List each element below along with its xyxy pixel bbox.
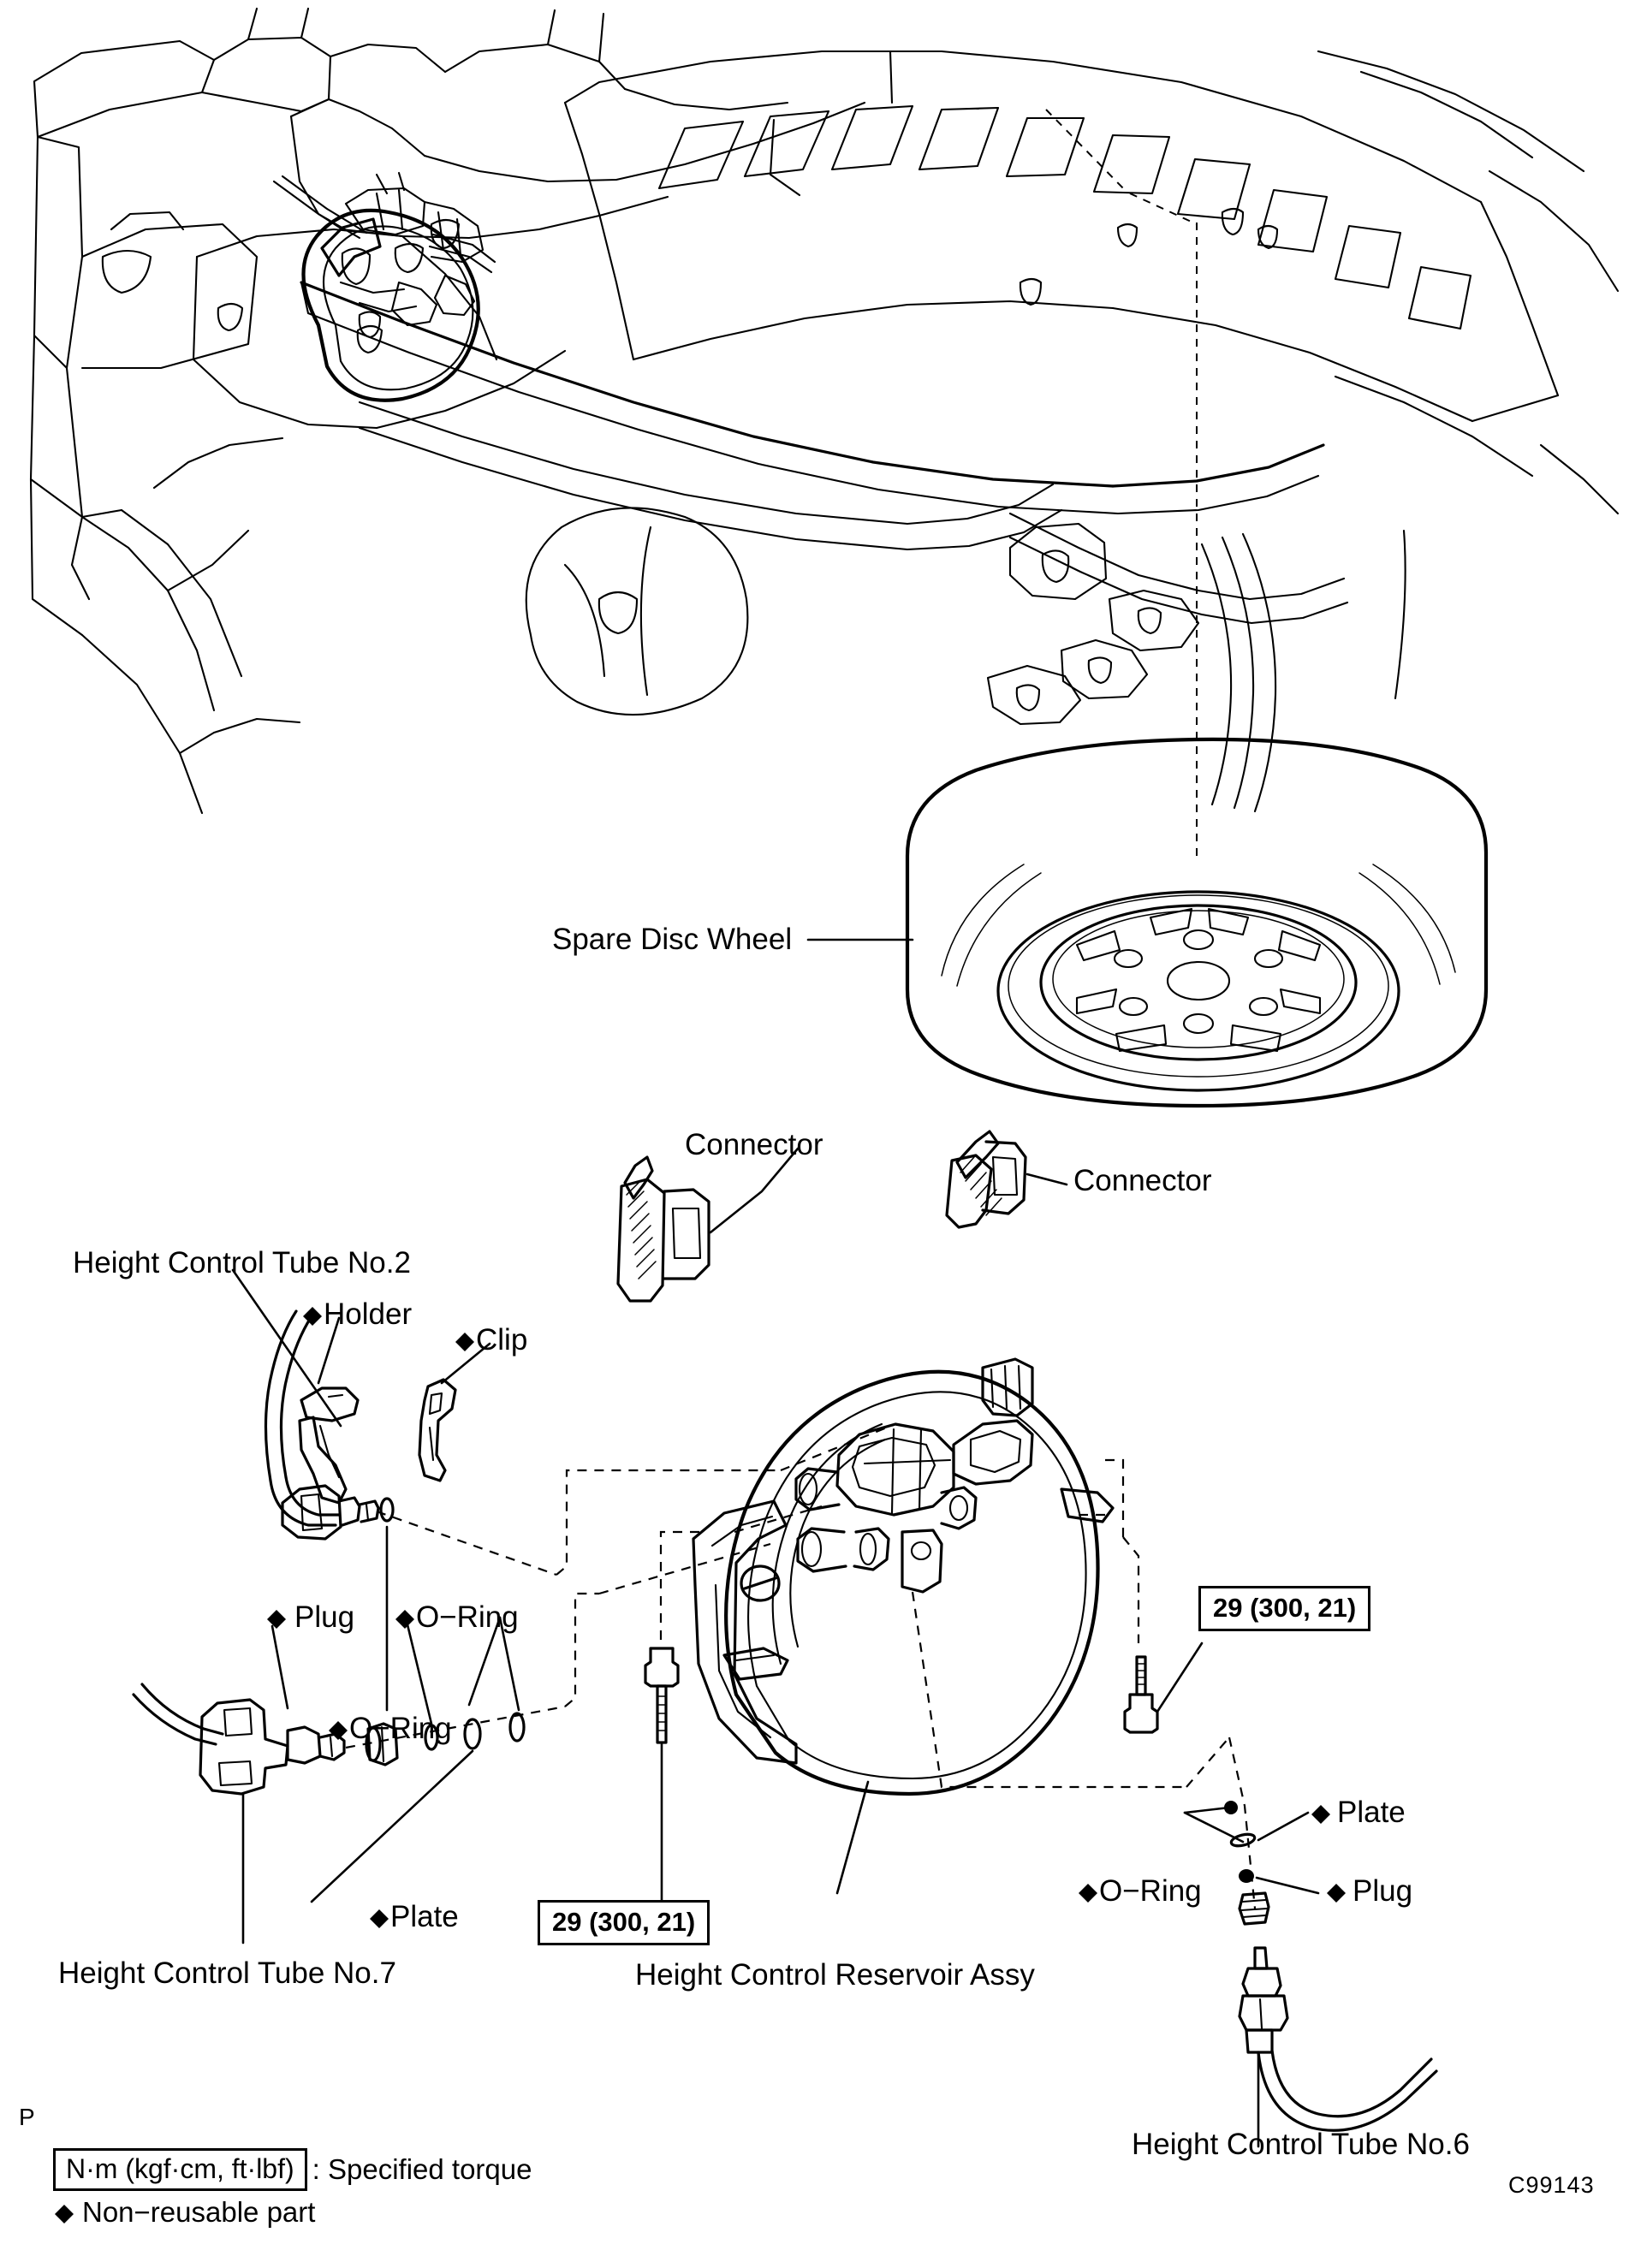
height-control-tube-no6-illustration xyxy=(1183,1737,1438,2148)
height-control-tube-no2-illustration xyxy=(231,1268,781,1712)
label-plate-left: Plate xyxy=(368,1902,459,1932)
connector-left-illustration xyxy=(616,1147,800,1303)
label-o-ring-right: O−Ring xyxy=(1077,1876,1202,1906)
installed-reservoir-detail xyxy=(272,171,496,402)
mounting-bolt-right xyxy=(1103,1458,1204,1734)
legend-torque-meaning: : Specified torque xyxy=(312,2153,532,2185)
non-reusable-diamond-icon xyxy=(55,2205,74,2223)
label-plate-right: Plate xyxy=(1310,1797,1406,1827)
non-reusable-diamond-icon xyxy=(455,1333,474,1351)
non-reusable-diamond-icon xyxy=(370,1909,389,1928)
legend-block: N·m (kgf·cm, ft·lbf): Specified torque N… xyxy=(53,2148,532,2229)
legend-torque-row: N·m (kgf·cm, ft·lbf): Specified torque xyxy=(53,2148,532,2191)
connector-right-illustration xyxy=(945,1130,1068,1229)
non-reusable-diamond-icon xyxy=(395,1610,414,1629)
label-connector-left: Connector xyxy=(685,1128,823,1161)
non-reusable-diamond-icon xyxy=(267,1610,286,1629)
label-o-ring-tube2: O−Ring xyxy=(327,1713,452,1743)
label-plug-right: Plug xyxy=(1325,1876,1412,1906)
label-plug-left: Plug xyxy=(265,1602,354,1632)
spare-disc-wheel-illustration xyxy=(806,737,1489,1108)
height-control-reservoir-assy-illustration xyxy=(598,1357,1230,1895)
non-reusable-diamond-icon xyxy=(1327,1884,1346,1903)
torque-spec-box-left: 29 (300, 21) xyxy=(538,1900,710,1945)
non-reusable-diamond-icon xyxy=(303,1307,322,1326)
label-height-control-reservoir-assy: Height Control Reservoir Assy xyxy=(635,1958,1035,1992)
figure-code: C99143 xyxy=(1508,2172,1595,2198)
mounting-bolt-left xyxy=(644,1530,702,1903)
legend-torque-units: N·m (kgf·cm, ft·lbf) xyxy=(53,2148,307,2191)
label-o-ring-left: O−Ring xyxy=(394,1602,519,1632)
label-connector-right: Connector xyxy=(1073,1164,1212,1197)
label-height-control-tube-no6: Height Control Tube No.6 xyxy=(1132,2128,1470,2161)
label-height-control-tube-no2: Height Control Tube No.2 xyxy=(73,1246,411,1279)
non-reusable-diamond-icon xyxy=(329,1721,348,1740)
label-clip: Clip xyxy=(454,1325,527,1355)
torque-spec-box-right: 29 (300, 21) xyxy=(1198,1586,1371,1631)
reservoir-valve-block xyxy=(794,1357,1034,1594)
label-spare-disc-wheel: Spare Disc Wheel xyxy=(552,923,793,956)
vehicle-underbody-illustration xyxy=(29,7,1620,856)
label-holder: Holder xyxy=(301,1299,412,1329)
non-reusable-diamond-icon xyxy=(1311,1805,1330,1824)
legend-non-reusable-text: Non−reusable part xyxy=(82,2196,316,2228)
page-mark: P xyxy=(19,2104,35,2130)
label-height-control-tube-no7: Height Control Tube No.7 xyxy=(58,1956,396,1990)
height-control-tube-no7-illustration xyxy=(132,1592,599,1944)
legend-non-reusable-row: Non−reusable part xyxy=(53,2196,532,2229)
non-reusable-diamond-icon xyxy=(1079,1884,1097,1903)
